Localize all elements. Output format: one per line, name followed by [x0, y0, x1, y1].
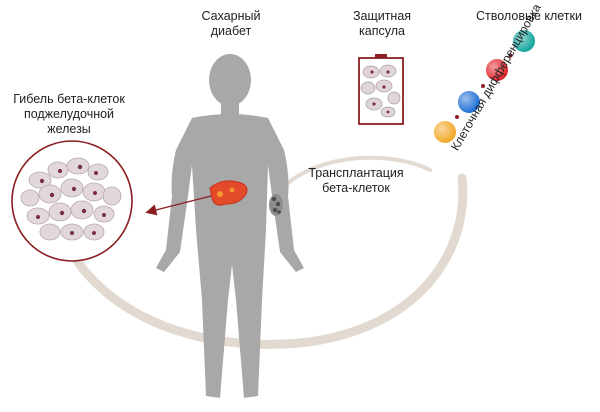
- stem-cell-dots: [434, 30, 535, 143]
- transplant-arc: [65, 173, 468, 349]
- stem-dot-orange-highlight: [434, 121, 456, 143]
- stem-dot-red-highlight: [486, 59, 508, 81]
- transplant-arc-inner: [278, 155, 432, 192]
- human-body-silhouette: [156, 54, 304, 398]
- pancreas-icon: [209, 180, 248, 206]
- label-protective-capsule: Защитная капсула: [352, 9, 412, 38]
- stem-connector-dot: [481, 84, 485, 88]
- stem-dot-teal-highlight: [513, 30, 535, 52]
- label-stem-cells: Стволовые клетки: [476, 9, 582, 23]
- arrow-to-cluster: [145, 195, 212, 216]
- label-beta-cell-death: Гибель бета-клеток поджелудочной железы: [13, 92, 125, 136]
- stem-connector-dot: [508, 53, 513, 58]
- label-transplantation: Трансплантация бета-клеток: [308, 166, 404, 195]
- protective-capsule-icon: [358, 54, 404, 125]
- label-diabetes: Сахарный диабет: [201, 9, 261, 38]
- transplant-site-icon: [269, 194, 283, 216]
- stem-connector-dot: [455, 115, 459, 119]
- beta-cell-cluster: [11, 140, 133, 262]
- stem-dot-blue-highlight: [458, 91, 480, 113]
